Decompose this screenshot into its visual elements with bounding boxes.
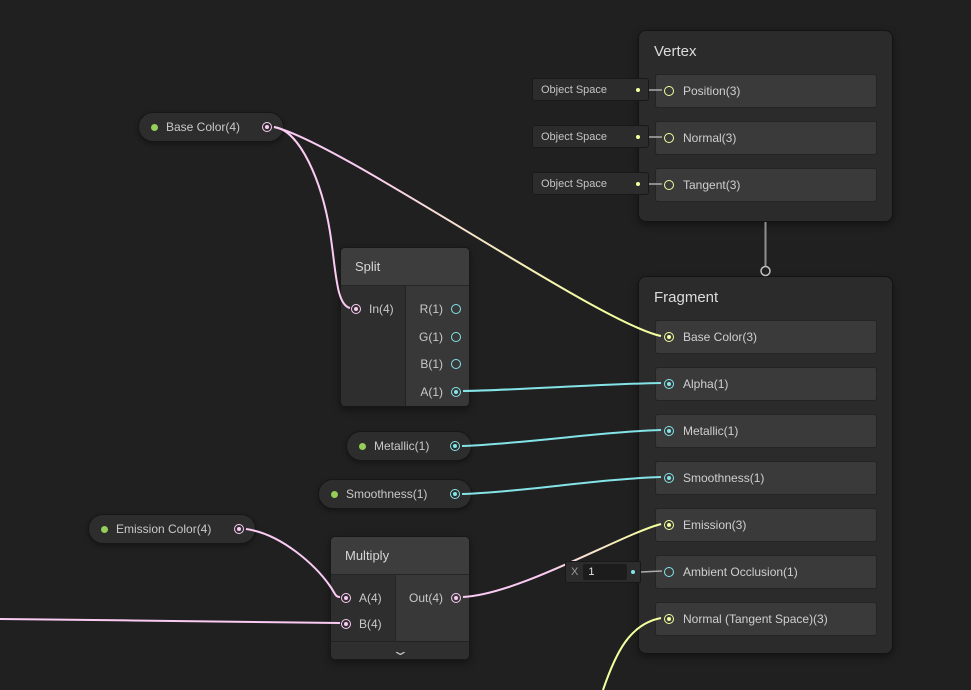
- fragment-normal-port[interactable]: [664, 614, 674, 624]
- ambient-occlusion-value-field[interactable]: X 1: [565, 561, 641, 583]
- ambient-occlusion-value-input[interactable]: 1: [583, 564, 627, 580]
- base-color-property-label: Base Color(4): [166, 120, 240, 134]
- field-connector-dot: [631, 570, 635, 574]
- fragment-ambient-occlusion-port[interactable]: [664, 567, 674, 577]
- smoothness-output-port[interactable]: [450, 489, 460, 499]
- position-space-label: Object Space: [541, 84, 607, 96]
- vertex-node-title: Vertex: [639, 31, 892, 60]
- multiply-node-body: A(4) B(4) Out(4): [331, 575, 469, 641]
- fragment-alpha-port[interactable]: [664, 379, 674, 389]
- fragment-row-alpha: Alpha(1): [655, 367, 877, 401]
- multiply-node-title: Multiply: [331, 537, 469, 575]
- edge-metallic-to-metallic[interactable]: [462, 430, 661, 446]
- normal-space-connector-dot: [636, 135, 640, 139]
- edge-emissioncolor-to-multiply-a[interactable]: [246, 529, 340, 597]
- tangent-row-label: Tangent(3): [683, 178, 740, 192]
- position-row-label: Position(3): [683, 84, 740, 98]
- fragment-node[interactable]: Fragment Base Color(3) Alpha(1) Metallic…: [638, 276, 893, 654]
- position-space-dropdown[interactable]: Object Space: [532, 78, 649, 101]
- split-r-label: R(1): [420, 302, 443, 316]
- property-type-dot: [101, 526, 108, 533]
- split-a-label: A(1): [420, 385, 443, 399]
- vertex-row-tangent: Tangent(3): [655, 168, 877, 202]
- metallic-property-label: Metallic(1): [374, 439, 429, 453]
- fragment-alpha-label: Alpha(1): [683, 377, 728, 391]
- vertex-node[interactable]: Vertex Position(3) Normal(3) Tangent(3): [638, 30, 893, 222]
- tangent-space-label: Object Space: [541, 178, 607, 190]
- multiply-out-label: Out(4): [409, 591, 443, 605]
- tangent-space-dropdown[interactable]: Object Space: [532, 172, 649, 195]
- split-node-title: Split: [341, 248, 469, 286]
- fragment-smoothness-label: Smoothness(1): [683, 471, 764, 485]
- metallic-output-port[interactable]: [450, 441, 460, 451]
- x-component-label: X: [566, 566, 583, 578]
- fragment-metallic-label: Metallic(1): [683, 424, 738, 438]
- property-type-dot: [331, 491, 338, 498]
- vertex-fragment-connector-handle[interactable]: [761, 267, 770, 276]
- fragment-row-base-color: Base Color(3): [655, 320, 877, 354]
- fragment-base-color-port[interactable]: [664, 332, 674, 342]
- fragment-smoothness-port[interactable]: [664, 473, 674, 483]
- split-in-label: In(4): [369, 302, 394, 316]
- fragment-ambient-occlusion-label: Ambient Occlusion(1): [683, 565, 798, 579]
- normal-space-label: Object Space: [541, 131, 607, 143]
- tangent-input-port[interactable]: [664, 180, 674, 190]
- normal-input-port[interactable]: [664, 133, 674, 143]
- edge-offscreen-to-multiply-b[interactable]: [0, 619, 340, 623]
- vertex-row-position: Position(3): [655, 74, 877, 108]
- split-b-port[interactable]: [451, 359, 461, 369]
- edge-smoothness-to-smoothness[interactable]: [462, 477, 661, 494]
- split-node[interactable]: Split In(4) R(1) G(1) B(1) A(1): [340, 247, 470, 407]
- fragment-emission-port[interactable]: [664, 520, 674, 530]
- tangent-space-connector-dot: [636, 182, 640, 186]
- split-node-body: In(4) R(1) G(1) B(1) A(1): [341, 286, 469, 406]
- fragment-emission-label: Emission(3): [683, 518, 746, 532]
- property-type-dot: [151, 124, 158, 131]
- property-node-emission-color[interactable]: Emission Color(4): [88, 514, 256, 544]
- vertex-row-normal: Normal(3): [655, 121, 877, 155]
- property-node-smoothness[interactable]: Smoothness(1): [318, 479, 472, 509]
- fragment-node-title: Fragment: [639, 277, 892, 306]
- multiply-out-port[interactable]: [451, 593, 461, 603]
- fragment-row-smoothness: Smoothness(1): [655, 461, 877, 495]
- split-a-port[interactable]: [451, 387, 461, 397]
- normal-space-dropdown[interactable]: Object Space: [532, 125, 649, 148]
- property-node-base-color[interactable]: Base Color(4): [138, 112, 284, 142]
- split-g-port[interactable]: [451, 332, 461, 342]
- fragment-metallic-port[interactable]: [664, 426, 674, 436]
- emission-color-property-label: Emission Color(4): [116, 522, 211, 536]
- multiply-node[interactable]: Multiply A(4) B(4) Out(4) ⌄: [330, 536, 470, 660]
- edge-split-a-to-alpha[interactable]: [463, 383, 661, 391]
- multiply-a-label: A(4): [359, 591, 382, 605]
- smoothness-property-label: Smoothness(1): [346, 487, 427, 501]
- position-space-connector-dot: [636, 88, 640, 92]
- fragment-base-color-label: Base Color(3): [683, 330, 757, 344]
- property-type-dot: [359, 443, 366, 450]
- normal-row-label: Normal(3): [683, 131, 736, 145]
- multiply-a-port[interactable]: [341, 593, 351, 603]
- base-color-output-port[interactable]: [262, 122, 272, 132]
- property-node-metallic[interactable]: Metallic(1): [346, 431, 472, 461]
- fragment-row-normal-tangent: Normal (Tangent Space)(3): [655, 602, 877, 636]
- multiply-b-port[interactable]: [341, 619, 351, 629]
- split-b-label: B(1): [420, 357, 443, 371]
- collapse-preview-button[interactable]: ⌄: [331, 641, 469, 659]
- fragment-row-metallic: Metallic(1): [655, 414, 877, 448]
- fragment-row-ambient-occlusion: Ambient Occlusion(1): [655, 555, 877, 589]
- chevron-down-icon: ⌄: [391, 644, 410, 657]
- split-in-port[interactable]: [351, 304, 361, 314]
- split-g-label: G(1): [419, 330, 443, 344]
- fragment-row-emission: Emission(3): [655, 508, 877, 542]
- multiply-b-label: B(4): [359, 617, 382, 631]
- emission-color-output-port[interactable]: [234, 524, 244, 534]
- fragment-normal-label: Normal (Tangent Space)(3): [683, 612, 828, 626]
- edge-basecolor-to-split-in[interactable]: [274, 127, 350, 308]
- position-input-port[interactable]: [664, 86, 674, 96]
- split-r-port[interactable]: [451, 304, 461, 314]
